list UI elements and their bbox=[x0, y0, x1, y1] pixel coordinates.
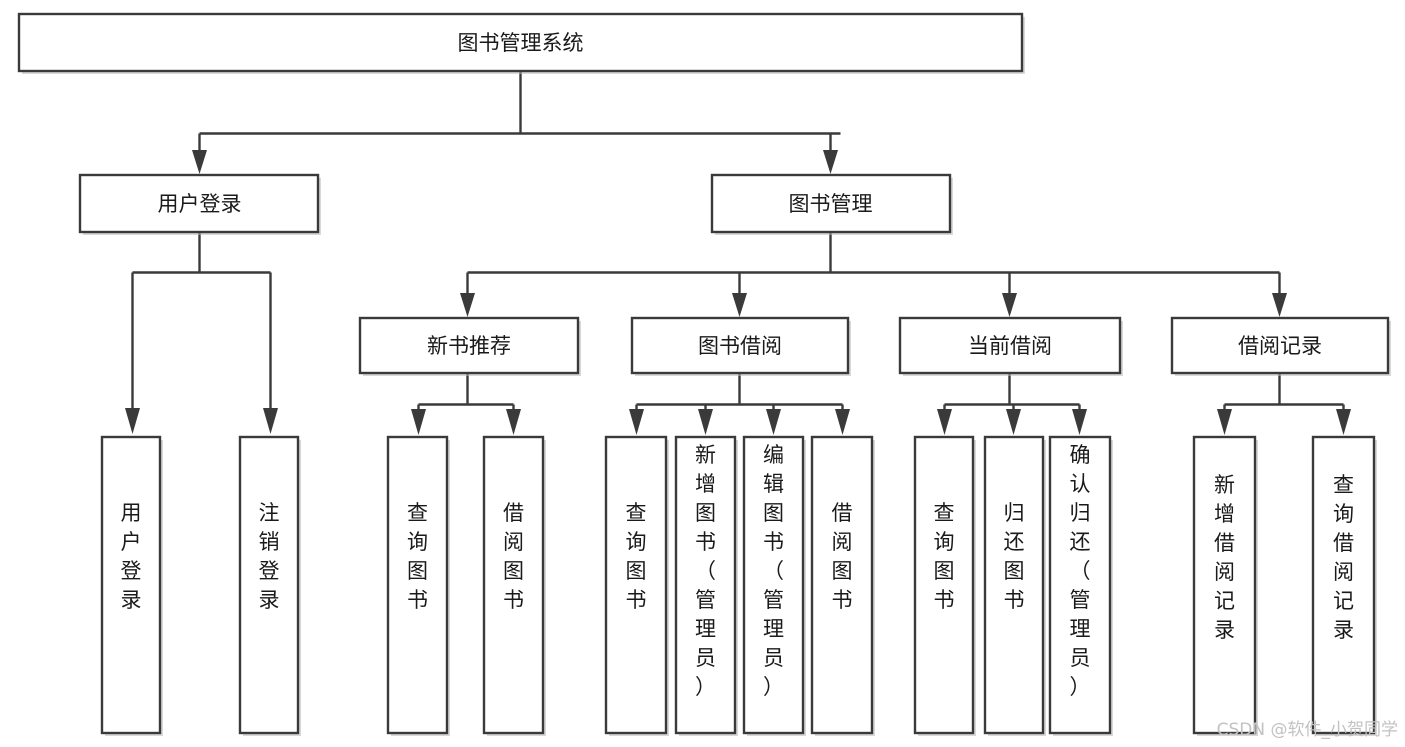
arrow-head-leaf-borrow-book-1 bbox=[506, 409, 521, 435]
borrow-record-box[interactable] bbox=[1170, 316, 1390, 375]
node-root-system[interactable]: 图书管理系统 bbox=[17, 12, 1025, 74]
node-leaf-borrow-book-2[interactable]: 借阅图书 bbox=[810, 435, 875, 736]
leaf-confirm-return-box[interactable] bbox=[1048, 435, 1112, 735]
connectors-group bbox=[125, 72, 1351, 435]
leaf-return-book-box[interactable] bbox=[983, 435, 1045, 735]
arrow-head-current-borrow bbox=[1002, 293, 1017, 317]
leaf-add-book-label: 新增图书（管理员） bbox=[695, 443, 716, 699]
leaf-query-book-2-box[interactable] bbox=[604, 435, 668, 735]
user-login-box[interactable] bbox=[78, 173, 320, 234]
arrow-head-borrow-record bbox=[1272, 293, 1287, 317]
arrow-head-leaf-user-logout bbox=[263, 408, 278, 434]
leaf-borrow-book-2-label: 借阅图书 bbox=[832, 501, 853, 612]
book-management-label: 图书管理 bbox=[789, 192, 873, 216]
current-borrow-box[interactable] bbox=[898, 316, 1122, 375]
book-borrow-box[interactable] bbox=[630, 316, 850, 375]
leaf-query-book-2-label: 查询图书 bbox=[626, 501, 647, 612]
arrow-head-leaf-edit-book bbox=[766, 409, 781, 435]
node-leaf-add-book[interactable]: 新增图书（管理员） bbox=[674, 435, 738, 736]
leaf-user-logout-box[interactable] bbox=[238, 435, 300, 735]
book-management-box[interactable] bbox=[710, 173, 952, 234]
arrow-head-book-management bbox=[823, 150, 838, 174]
arrow-head-leaf-confirm-return bbox=[1072, 409, 1087, 435]
leaf-user-logout-label: 注销登录 bbox=[259, 501, 280, 612]
leaf-edit-book-label: 编辑图书（管理员） bbox=[763, 443, 784, 699]
leaf-borrow-book-2-box[interactable] bbox=[810, 435, 874, 735]
leaf-query-record-box[interactable] bbox=[1311, 435, 1376, 735]
node-leaf-query-book-2[interactable]: 查询图书 bbox=[604, 435, 669, 736]
user-login-label: 用户登录 bbox=[158, 192, 242, 216]
csdn-watermark: CSDN @软件_小贺同学 bbox=[1217, 720, 1398, 740]
arrow-head-leaf-add-book bbox=[698, 409, 713, 435]
leaf-query-book-3-label: 查询图书 bbox=[934, 501, 955, 612]
arrow-head-leaf-add-record bbox=[1217, 409, 1232, 435]
leaf-user-login-label: 用户登录 bbox=[121, 501, 142, 612]
root-label: 图书管理系统 bbox=[458, 31, 584, 55]
node-leaf-user-logout[interactable]: 注销登录 bbox=[238, 435, 301, 736]
node-leaf-query-record[interactable]: 查询借阅记录 bbox=[1311, 435, 1377, 736]
leaf-query-record-label: 查询借阅记录 bbox=[1333, 473, 1354, 642]
arrow-head-leaf-user-login bbox=[125, 408, 140, 434]
leaf-query-book-1-box[interactable] bbox=[386, 435, 449, 735]
current-borrow-label: 当前借阅 bbox=[968, 334, 1052, 358]
node-borrow-record[interactable]: 借阅记录 bbox=[1170, 316, 1391, 376]
arrow-head-leaf-query-record bbox=[1336, 409, 1351, 435]
node-leaf-return-book[interactable]: 归还图书 bbox=[983, 435, 1046, 736]
borrow-record-label: 借阅记录 bbox=[1238, 334, 1322, 358]
arrow-head-user-login bbox=[192, 150, 207, 174]
root-box[interactable] bbox=[17, 12, 1024, 73]
leaf-edit-book-box[interactable] bbox=[742, 435, 805, 735]
node-leaf-borrow-book-1[interactable]: 借阅图书 bbox=[482, 435, 546, 736]
node-leaf-edit-book[interactable]: 编辑图书（管理员） bbox=[742, 435, 806, 736]
node-book-management[interactable]: 图书管理 bbox=[710, 173, 953, 235]
leaf-query-book-3-box[interactable] bbox=[913, 435, 975, 735]
node-leaf-query-book-1[interactable]: 查询图书 bbox=[386, 435, 450, 736]
arrow-head-leaf-query-book-2 bbox=[629, 409, 644, 435]
leaf-add-record-label: 新增借阅记录 bbox=[1214, 473, 1235, 642]
leaf-query-book-1-label: 查询图书 bbox=[407, 501, 428, 612]
arrow-head-leaf-query-book-1 bbox=[411, 409, 426, 435]
node-new-book-recommend[interactable]: 新书推荐 bbox=[358, 316, 581, 376]
new-book-recommend-box[interactable] bbox=[358, 316, 580, 375]
node-leaf-add-record[interactable]: 新增借阅记录 bbox=[1192, 435, 1258, 736]
leaf-return-book-label: 归还图书 bbox=[1004, 501, 1025, 612]
new-book-recommend-label: 新书推荐 bbox=[427, 334, 511, 358]
node-current-borrow[interactable]: 当前借阅 bbox=[898, 316, 1123, 376]
arrow-head-leaf-borrow-book-2 bbox=[835, 409, 850, 435]
leaf-add-record-box[interactable] bbox=[1192, 435, 1257, 735]
leaf-add-book-box[interactable] bbox=[674, 435, 737, 735]
node-leaf-query-book-3[interactable]: 查询图书 bbox=[913, 435, 976, 736]
leaf-user-login-box[interactable] bbox=[100, 435, 162, 735]
node-leaf-confirm-return[interactable]: 确认归还（管理员） bbox=[1048, 435, 1113, 736]
arrow-head-new-book-recommend bbox=[460, 293, 475, 317]
node-leaf-user-login[interactable]: 用户登录 bbox=[100, 435, 163, 736]
node-user-login[interactable]: 用户登录 bbox=[78, 173, 321, 235]
leaf-confirm-return-label: 确认归还（管理员） bbox=[1070, 443, 1091, 699]
leaf-borrow-book-1-box[interactable] bbox=[482, 435, 545, 735]
node-book-borrow[interactable]: 图书借阅 bbox=[630, 316, 851, 376]
arrow-head-leaf-return-book bbox=[1006, 409, 1021, 435]
arrow-head-book-borrow bbox=[732, 293, 747, 317]
book-borrow-label: 图书借阅 bbox=[698, 334, 782, 358]
arrow-head-leaf-query-book-3 bbox=[937, 409, 952, 435]
leaf-borrow-book-1-label: 借阅图书 bbox=[503, 501, 524, 612]
